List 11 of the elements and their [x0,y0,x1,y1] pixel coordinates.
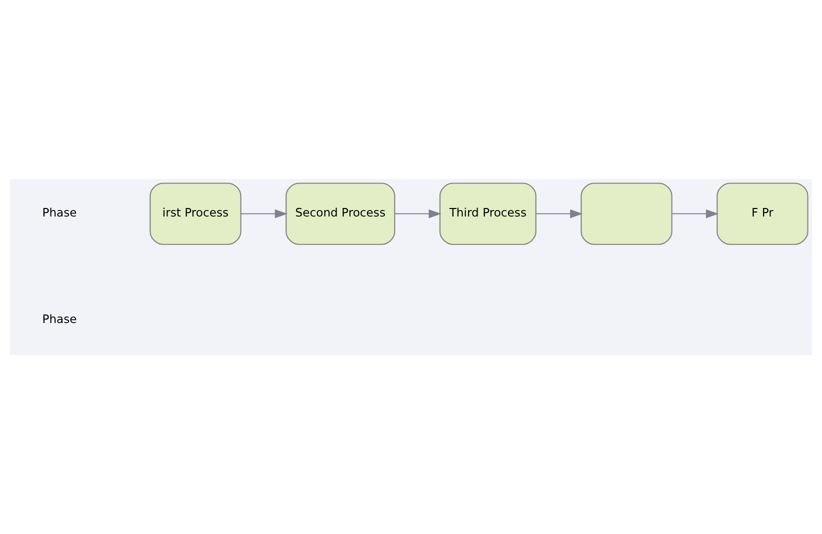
label: Phase [42,206,77,220]
node-box [580,182,672,245]
arrow [240,209,288,218]
node-box: irst Process [150,182,242,245]
arrow [672,209,719,218]
node-box: Third Process [439,182,536,245]
arrow [394,209,442,218]
label: Phase [42,312,77,326]
node-box: Second Process [286,182,396,245]
node-box: F Pr [716,182,808,245]
arrow [536,209,583,218]
